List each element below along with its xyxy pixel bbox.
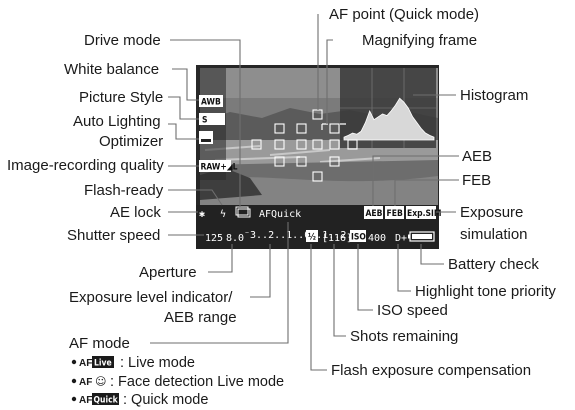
label-drive-mode: Drive mode — [84, 32, 161, 49]
flash-ready-icon: ϟ — [220, 209, 226, 220]
af-point — [251, 139, 262, 150]
label-aperture: Aperture — [139, 264, 197, 281]
label-aeb-range: AEB range — [164, 309, 237, 326]
af-mode-item-quick: AF Quick : Quick mode — [71, 392, 208, 408]
af-point — [312, 171, 323, 182]
af-quick-icon-text: Quick — [94, 396, 119, 406]
histogram-panel — [340, 68, 436, 148]
label-exposure-level: Exposure level indicator/ — [69, 289, 233, 306]
wb-icon-text: AWB — [201, 98, 221, 108]
quality-icon — [199, 160, 231, 172]
highlight-tone-icon: D+ — [395, 233, 407, 244]
af-live-icon — [92, 356, 114, 368]
drive-icon — [235, 206, 249, 216]
bullet-icon — [71, 359, 77, 365]
af-mode-item-face: AF ☺ : Face detection Live mode — [71, 374, 284, 390]
shots-readout: [116] — [322, 233, 352, 244]
af-point — [329, 123, 340, 134]
af-point — [296, 123, 307, 134]
bullet-icon — [71, 378, 77, 384]
histogram-curve — [343, 97, 435, 141]
aperture-readout: 8.0 — [226, 233, 244, 244]
wb-icon — [199, 95, 223, 107]
ae-lock-icon: ✱ — [199, 209, 205, 220]
face-detect-icon: ☺ — [95, 375, 106, 388]
expsim-icon: Exp.SIM — [407, 209, 442, 219]
af-mode-icon: AFQuick — [259, 209, 301, 220]
af-prefix: AF — [79, 395, 92, 406]
label-image-quality: Image-recording quality — [7, 157, 164, 174]
callout-labels: Drive mode White balance Picture Style A… — [7, 6, 556, 379]
iso-icon-box — [350, 230, 366, 242]
label-iso-speed: ISO speed — [377, 302, 448, 319]
feb-icon-box — [385, 206, 404, 219]
flash-comp-icon: ½ — [308, 232, 316, 243]
battery-icon-fill — [412, 234, 432, 239]
af-point — [274, 156, 285, 167]
picture-style-icon — [199, 113, 225, 125]
bullet-icon — [71, 396, 77, 402]
af-points — [251, 109, 358, 182]
af-mode-item-live: AF Live : Live mode — [71, 355, 195, 371]
af-point — [347, 139, 358, 150]
af-mode-title: AF mode — [69, 335, 130, 352]
expsim-icon-box — [406, 206, 436, 219]
af-point — [274, 139, 285, 150]
alo-icon-base — [201, 139, 211, 142]
label-shots-remaining: Shots remaining — [350, 328, 458, 345]
alo-icon — [199, 131, 213, 144]
label-simulation: simulation — [460, 226, 528, 243]
label-af-point: AF point (Quick mode) — [329, 6, 479, 23]
shutter-readout: 125 — [205, 233, 223, 244]
af-mode-desc-face: : Face detection Live mode — [110, 374, 284, 390]
label-aeb: AEB — [462, 148, 492, 165]
label-shutter-speed: Shutter speed — [67, 227, 160, 244]
label-magnifying-frame: Magnifying frame — [362, 32, 477, 49]
af-mode-legend: AF mode AF Live : Live mode AF ☺ : Face … — [69, 335, 284, 408]
af-prefix: AF — [79, 358, 92, 369]
af-mode-desc-live: : Live mode — [120, 355, 195, 371]
drive-icon-back — [237, 208, 251, 218]
label-flash-comp: Flash exposure compensation — [331, 362, 531, 379]
af-point — [329, 139, 340, 150]
af-point — [296, 156, 307, 167]
af-point — [274, 123, 285, 134]
iso-readout: 400 — [368, 233, 386, 244]
af-quick-icon — [92, 393, 119, 405]
screen-icons: AWB S RAW+◢L ϟ ✱ AFQuick AEB FEB Exp.SIM… — [199, 95, 442, 244]
leader-lines — [150, 14, 459, 371]
exposure-scale: ⁻3..2..1..0..1..2.⁺3 — [244, 230, 364, 241]
label-feb: FEB — [462, 172, 491, 189]
af-mode-desc-quick: : Quick mode — [123, 392, 208, 408]
aeb-icon-box — [364, 206, 383, 219]
af-point — [329, 156, 340, 167]
label-picture-style: Picture Style — [79, 89, 163, 106]
battery-icon-tip — [408, 234, 410, 239]
quality-icon-text: RAW+◢L — [201, 163, 238, 173]
label-optimizer: Optimizer — [99, 133, 163, 150]
label-white-balance: White balance — [64, 61, 159, 78]
iso-icon: ISO — [351, 233, 366, 243]
af-point — [296, 139, 307, 150]
label-ae-lock: AE lock — [110, 204, 161, 221]
af-point — [312, 139, 323, 150]
label-exposure: Exposure — [460, 204, 523, 221]
label-auto-lighting: Auto Lighting — [73, 113, 161, 130]
af-prefix: AF — [79, 377, 92, 388]
label-battery-check: Battery check — [448, 256, 539, 273]
label-histogram: Histogram — [460, 87, 528, 104]
flash-comp-icon-box — [306, 230, 318, 242]
label-flash-ready: Flash-ready — [84, 182, 164, 199]
af-live-icon-text: Live — [94, 359, 112, 369]
aeb-icon: AEB — [366, 209, 383, 219]
label-highlight-tone: Highlight tone priority — [415, 283, 556, 300]
picture-style-icon-text: S — [202, 116, 208, 126]
feb-icon: FEB — [387, 209, 403, 219]
